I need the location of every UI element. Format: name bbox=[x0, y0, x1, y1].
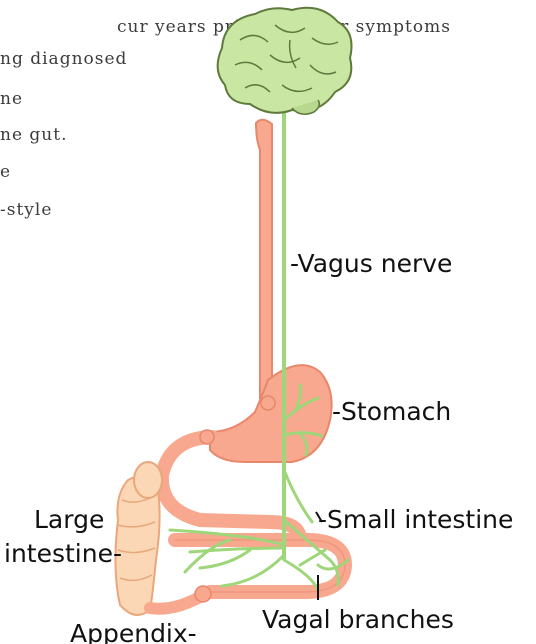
label-large-intestine-line2: intestine- bbox=[4, 539, 122, 568]
label-large-intestine-line1: Large bbox=[34, 505, 104, 534]
esophagus bbox=[256, 120, 272, 398]
brain bbox=[218, 8, 352, 115]
label-vagal-branches: Vagal branches bbox=[262, 605, 454, 634]
label-small-intestine: -Small intestine bbox=[318, 505, 513, 534]
label-vagus-nerve: -Vagus nerve bbox=[290, 249, 452, 278]
stomach bbox=[210, 365, 332, 462]
label-stomach: -Stomach bbox=[332, 397, 451, 426]
label-appendix: Appendix- bbox=[70, 619, 197, 644]
